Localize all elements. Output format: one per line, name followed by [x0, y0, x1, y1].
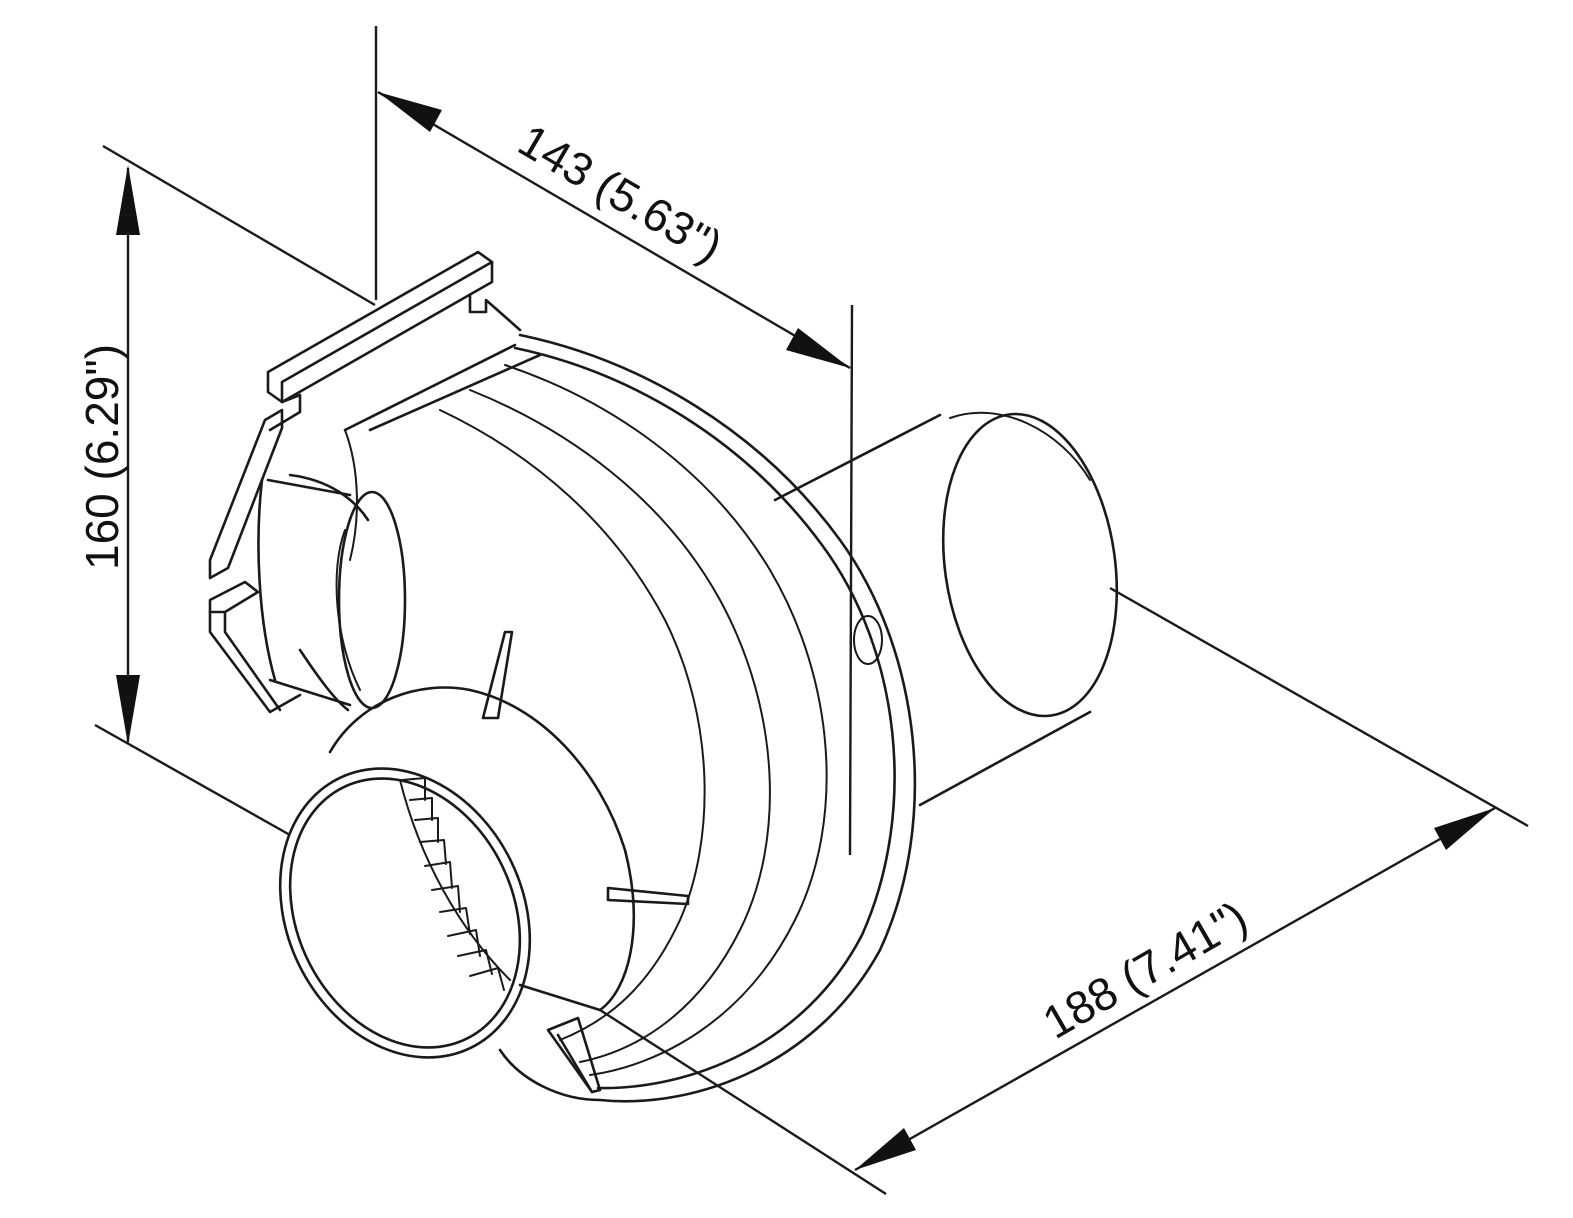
blower-housing [343, 333, 917, 1103]
height-extension-bottom [94, 723, 291, 837]
length-dimension: 188 (7.41") [599, 586, 1529, 1196]
height-arrow-top [116, 165, 140, 235]
height-extension-top [102, 144, 376, 307]
outlet-tube [278, 686, 635, 1059]
height-dimension: 160 (6.29") [76, 144, 376, 837]
length-extension-left [599, 1008, 887, 1196]
depth-dimension: 143 (5.63") [374, 26, 854, 856]
depth-extension-right [848, 304, 854, 856]
length-dimension-label: 188 (7.41") [1034, 891, 1256, 1049]
height-arrow-bottom [116, 675, 140, 745]
length-arrow-left [855, 1128, 916, 1170]
length-dimension-line [854, 806, 1496, 1172]
depth-arrow-left [378, 92, 442, 132]
length-arrow-right [1434, 808, 1495, 850]
motor-cylinder [773, 411, 1119, 807]
mounting-flange [208, 250, 522, 714]
depth-dimension-label: 143 (5.63") [510, 114, 731, 273]
depth-dimension-line [377, 90, 851, 370]
height-dimension-label: 160 (6.29") [76, 344, 128, 570]
length-extension-right [1109, 586, 1529, 828]
side-intake [257, 478, 407, 710]
depth-arrow-right [786, 328, 850, 368]
fins [481, 630, 690, 1094]
